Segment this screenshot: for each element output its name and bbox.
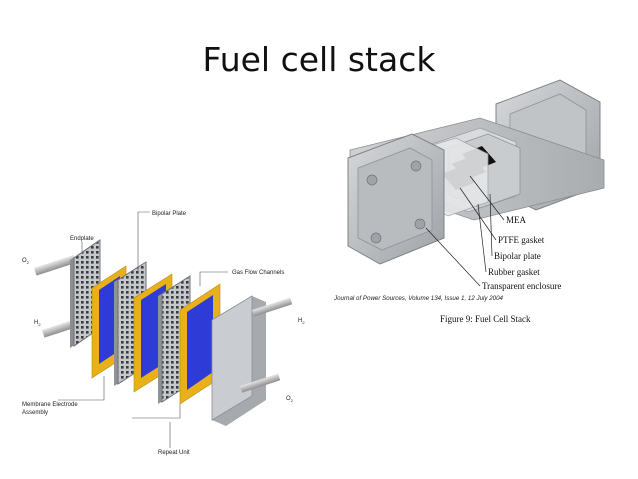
label-h2-in: H2	[298, 318, 305, 325]
h2-outlet-pipe	[42, 318, 79, 338]
fuel-cell-exploded-diagram: Endplate Bipolar Plate Gas Flow Channels…	[22, 211, 305, 456]
label-rubber-gasket: Rubber gasket	[488, 267, 540, 277]
label-o2-in: O2	[22, 258, 30, 265]
citation: Journal of Power Sources, Volume 134, Is…	[333, 295, 504, 302]
o2-outlet-pipe	[240, 373, 281, 393]
figure-caption: Figure 9: Fuel Cell Stack	[440, 314, 531, 324]
label-transparent-enclosure: Transparent enclosure	[482, 281, 561, 291]
gas-flow-channel-plate	[158, 275, 191, 404]
fuel-cell-stack-figure: MEA PTFE gasket Bipolar plate Rubber gas…	[333, 79, 605, 324]
label-mea: MEA	[506, 215, 527, 225]
h2-inlet-pipe	[251, 297, 293, 317]
membrane-electrode-assembly-3	[179, 283, 221, 405]
label-bipolar-plate-right: Bipolar plate	[494, 251, 541, 261]
label-h2-out: H2	[34, 320, 41, 327]
label-gas-flow-channels: Gas Flow Channels	[232, 270, 284, 276]
label-mea-line1: Membrane Electrode	[22, 402, 78, 408]
slide-title: Fuel cell stack	[202, 40, 436, 79]
label-bipolar-plate: Bipolar Plate	[152, 211, 187, 217]
transparent-enclosure-front	[347, 133, 445, 265]
label-endplate: Endplate	[70, 236, 94, 242]
label-ptfe-gasket: PTFE gasket	[498, 235, 545, 245]
label-o2-out: O2	[286, 396, 294, 403]
o2-inlet-pipe	[34, 255, 77, 276]
label-repeat-unit: Repeat Unit	[158, 450, 190, 456]
label-mea-line2: Assembly	[22, 410, 48, 416]
end-plate-right	[211, 295, 266, 426]
